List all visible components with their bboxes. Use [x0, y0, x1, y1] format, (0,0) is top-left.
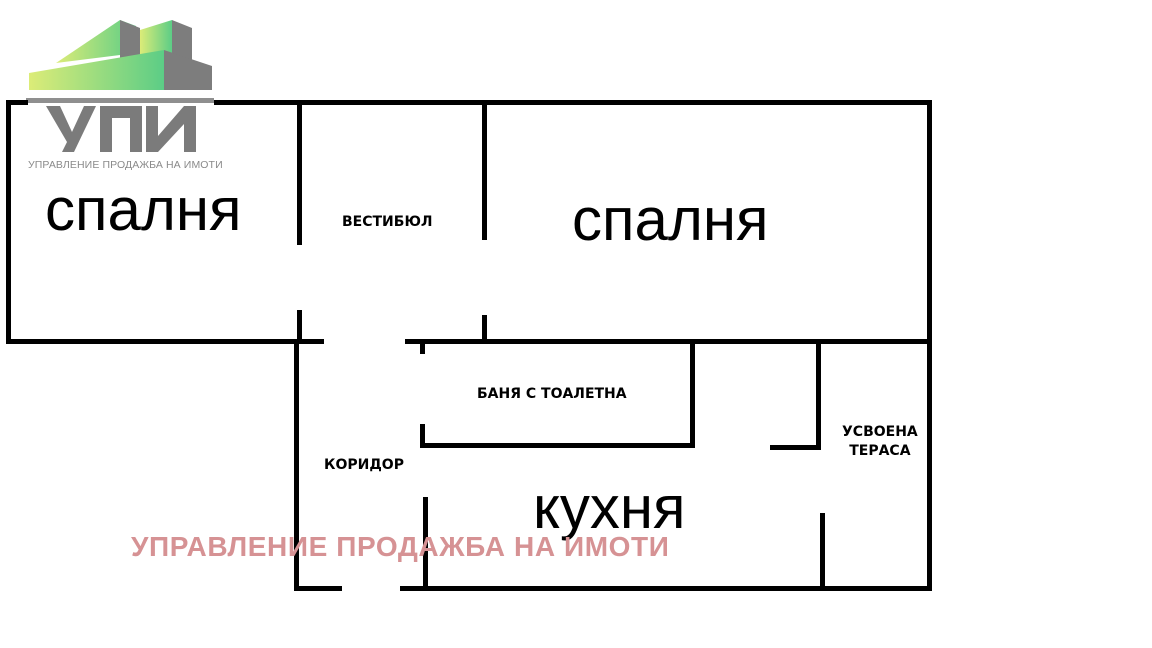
terrace-line2: ТЕРАСА [849, 442, 911, 459]
room-label-bedroom-left: спалня [45, 176, 242, 243]
logo-wordmark [46, 102, 196, 161]
wall-bath-right [690, 342, 695, 448]
wall-right [927, 100, 932, 591]
wall-terrace-lower [820, 513, 825, 591]
wall-bedroom-left-bottom [6, 339, 324, 344]
company-logo-icon [26, 20, 214, 103]
room-label-corridor: КОРИДОР [324, 457, 404, 473]
wall-middle [405, 339, 932, 344]
wall-bedroom-vestibule-upper [297, 100, 302, 245]
watermark: УПРАВЛЕНИЕ ПРОДАЖБА НА ИМОТИ [131, 531, 670, 562]
wall-corridor-left [294, 339, 299, 591]
room-label-bathroom: БАНЯ С ТОАЛЕТНА [477, 386, 627, 402]
wall-bath-bottom [420, 443, 695, 448]
room-label-terrace: УСВОЕНА ТЕРАСА [842, 423, 918, 461]
wall-top [214, 100, 932, 105]
wall-top-left [6, 100, 28, 105]
logo-tagline: УПРАВЛЕНИЕ ПРОДАЖБА НА ИМОТИ [28, 159, 223, 171]
wall-left [6, 100, 11, 344]
wall-bath-left-lower [420, 424, 425, 448]
wall-bottom-left [294, 586, 342, 591]
terrace-line1: УСВОЕНА [842, 424, 918, 440]
room-label-vestibule: ВЕСТИБЮЛ [342, 214, 433, 230]
wall-vestibule-bedroom-upper [482, 100, 487, 240]
wall-terrace-upper [816, 342, 821, 450]
wall-kitchen-left [423, 497, 428, 591]
logo-upi-icon [46, 106, 196, 152]
room-label-kitchen: кухня [533, 474, 686, 541]
wall-bath-left-upper [420, 342, 425, 354]
wall-terrace-stub [770, 445, 821, 450]
room-label-bedroom-right: спалня [572, 186, 769, 253]
wall-vestibule-bedroom-lower [482, 315, 487, 344]
wall-bottom [400, 586, 932, 591]
wall-bedroom-vestibule-lower [297, 310, 302, 344]
